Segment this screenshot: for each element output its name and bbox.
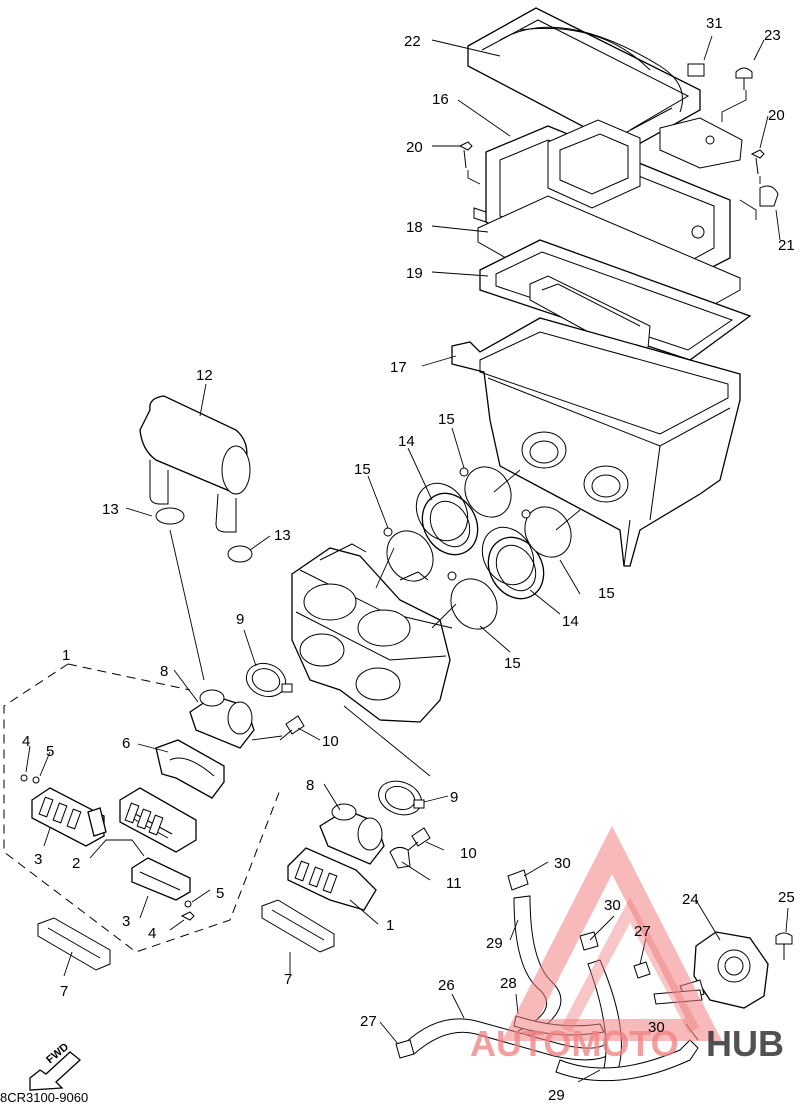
callout-7-b: 7 (284, 971, 292, 988)
callout-27-b: 27 (360, 1013, 377, 1030)
callout-17: 17 (390, 359, 407, 376)
callout-15-b: 15 (354, 461, 371, 478)
callout-4-a: 4 (22, 733, 30, 750)
callout-1-a: 1 (62, 647, 70, 664)
callout-8-a: 8 (160, 663, 168, 680)
watermark-text-main: AUTOMOTO (470, 1023, 679, 1064)
callout-18: 18 (406, 219, 423, 236)
forward-arrow: FWD (29, 1041, 81, 1091)
small-hardware-top (458, 63, 779, 220)
callout-27-a: 27 (634, 923, 651, 940)
callout-20-right: 20 (768, 107, 785, 124)
callout-28: 28 (500, 975, 517, 992)
callout-15-d: 15 (504, 655, 521, 672)
callout-3-b: 3 (122, 913, 130, 930)
carburetor-joints-8 (189, 689, 385, 865)
reed-valve-group (3, 663, 281, 953)
watermark-logo: AUTOMOTO HUB (470, 825, 784, 1064)
callout-30-a: 30 (554, 855, 571, 872)
callout-31: 31 (706, 15, 723, 32)
callout-5-a: 5 (46, 743, 54, 760)
leader-lines (25, 35, 789, 1083)
callout-9-a: 9 (236, 611, 244, 628)
callout-30-b: 30 (604, 897, 621, 914)
callout-20-left: 20 (406, 139, 423, 156)
callout-9-b: 9 (450, 789, 458, 806)
callout-10-a: 10 (322, 733, 339, 750)
callout-2: 2 (72, 855, 80, 872)
reed-valve-1 (287, 847, 377, 911)
callout-8-b: 8 (306, 777, 314, 794)
carburetor-assembly (291, 543, 453, 723)
callout-11: 11 (446, 875, 462, 892)
callout-26: 26 (438, 977, 455, 994)
callout-4-b: 4 (148, 925, 156, 942)
callout-25: 25 (778, 889, 795, 906)
callout-13-a: 13 (102, 501, 119, 518)
diagram-code: 8CR3100-9060 (0, 1090, 88, 1105)
callout-10-b: 10 (460, 845, 477, 862)
callout-5-b: 5 (216, 885, 224, 902)
callout-24: 24 (682, 891, 699, 908)
bolts-10-and-hose-11 (279, 715, 431, 869)
callout-12: 12 (196, 367, 213, 384)
gaskets-7 (37, 899, 335, 971)
air-box-case (451, 317, 741, 567)
callout-6: 6 (122, 735, 130, 752)
clamps-9 (245, 662, 425, 816)
air-silencer-duct (139, 395, 253, 563)
callout-14-b: 14 (562, 613, 579, 630)
gasket-and-element (477, 195, 752, 361)
callout-7-a: 7 (60, 983, 68, 1000)
callout-30-c: 30 (648, 1019, 665, 1036)
joints-and-clamps (383, 466, 572, 630)
callout-13-b: 13 (274, 527, 291, 544)
callout-16: 16 (432, 91, 449, 108)
callout-21: 21 (778, 237, 795, 254)
callout-22: 22 (404, 33, 421, 50)
callout-3-a: 3 (34, 851, 42, 868)
callout-23: 23 (764, 27, 781, 44)
callout-29-a: 29 (486, 935, 503, 952)
callout-labels: 22 31 23 16 20 20 21 18 19 17 12 15 14 1… (22, 15, 795, 1104)
callout-15-a: 15 (438, 411, 455, 428)
watermark-text-hub: HUB (706, 1023, 784, 1064)
callout-15-c: 15 (598, 585, 615, 602)
callout-1-b: 1 (386, 917, 394, 934)
callout-29-b: 29 (548, 1087, 565, 1104)
callout-14-a: 14 (398, 433, 415, 450)
callout-19: 19 (406, 265, 423, 282)
